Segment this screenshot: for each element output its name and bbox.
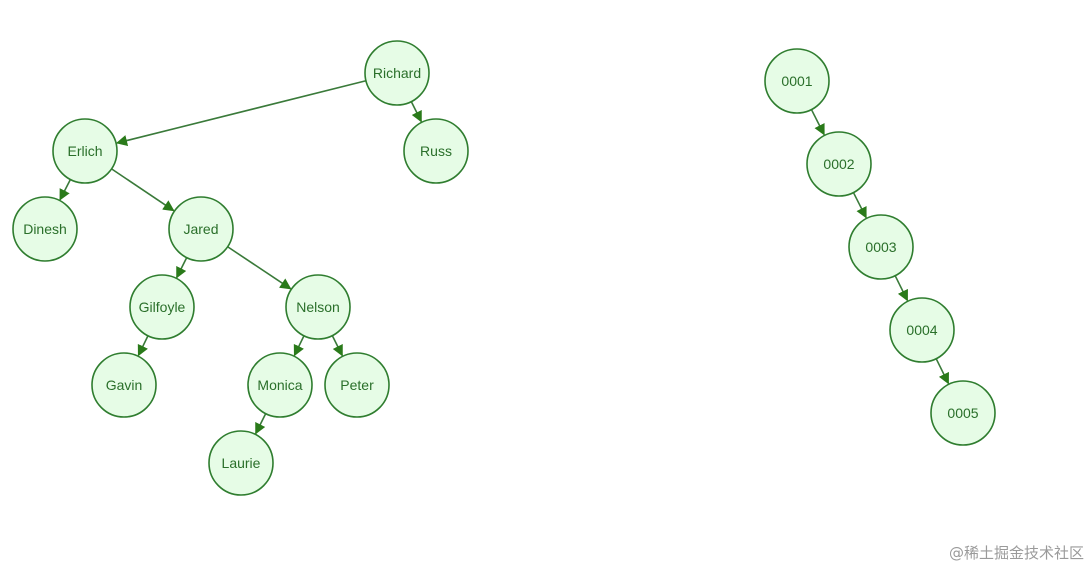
chain-node-n0005: 0005	[930, 380, 996, 446]
watermark-text: @稀土掘金技术社区	[948, 544, 1084, 562]
node-label: Erlich	[67, 143, 102, 159]
tree-edge-monica-to-laurie	[255, 413, 267, 435]
node-label: Laurie	[222, 455, 261, 471]
node-label: Gavin	[106, 377, 143, 393]
chain-node-n0004: 0004	[889, 297, 955, 363]
node-label: 0001	[781, 73, 812, 89]
node-label: Nelson	[296, 299, 340, 315]
node-circle	[403, 118, 469, 184]
tree-node-laurie: Laurie	[208, 430, 274, 496]
node-circle	[764, 48, 830, 114]
edges-layer	[59, 79, 950, 435]
chain-edge-n0002-to-n0003	[852, 192, 867, 219]
tree-edge-jared-to-nelson	[227, 246, 292, 290]
node-label: Richard	[373, 65, 421, 81]
tree-node-richard: Richard	[364, 40, 430, 106]
node-circle	[208, 430, 274, 496]
tree-edge-nelson-to-monica	[293, 335, 305, 357]
tree-edge-nelson-to-peter	[331, 335, 343, 357]
node-circle	[12, 196, 78, 262]
node-circle	[52, 118, 118, 184]
node-label: Dinesh	[23, 221, 67, 237]
tree-edge-erlich-to-jared	[111, 168, 175, 212]
node-label: 0002	[823, 156, 854, 172]
node-circle	[168, 196, 234, 262]
tree-edge-erlich-to-dinesh	[59, 179, 72, 201]
tree-edge-jared-to-gilfoyle	[176, 257, 188, 279]
node-label: Gilfoyle	[139, 299, 186, 315]
tree-edge-richard-to-russ	[410, 101, 422, 123]
node-circle	[91, 352, 157, 418]
tree-node-nelson: Nelson	[285, 274, 351, 340]
tree-node-monica: Monica	[247, 352, 313, 418]
node-label: 0005	[947, 405, 978, 421]
node-label: 0004	[906, 322, 937, 338]
node-circle	[364, 40, 430, 106]
tree-node-dinesh: Dinesh	[12, 196, 78, 262]
node-circle	[930, 380, 996, 446]
node-circle	[324, 352, 390, 418]
node-circle	[806, 131, 872, 197]
chain-node-n0001: 0001	[764, 48, 830, 114]
node-circle	[247, 352, 313, 418]
chain-node-n0002: 0002	[806, 131, 872, 197]
tree-node-erlich: Erlich	[52, 118, 118, 184]
node-label: 0003	[865, 239, 896, 255]
node-circle	[889, 297, 955, 363]
chain-edge-n0001-to-n0002	[810, 109, 825, 136]
node-label: Monica	[257, 377, 302, 393]
chain-edge-n0003-to-n0004	[894, 275, 909, 302]
tree-node-gilfoyle: Gilfoyle	[129, 274, 195, 340]
tree-edge-gilfoyle-to-gavin	[137, 335, 149, 357]
chain-node-n0003: 0003	[848, 214, 914, 280]
tree-node-gavin: Gavin	[91, 352, 157, 418]
chain-edge-n0004-to-n0005	[935, 358, 950, 385]
tree-node-jared: Jared	[168, 196, 234, 262]
node-circle	[848, 214, 914, 280]
node-label: Jared	[183, 221, 218, 237]
node-label: Peter	[340, 377, 374, 393]
tree-edge-richard-to-erlich	[115, 79, 367, 146]
tree-node-peter: Peter	[324, 352, 390, 418]
tree-node-russ: Russ	[403, 118, 469, 184]
node-circle	[129, 274, 195, 340]
node-label: Russ	[420, 143, 452, 159]
node-circle	[285, 274, 351, 340]
